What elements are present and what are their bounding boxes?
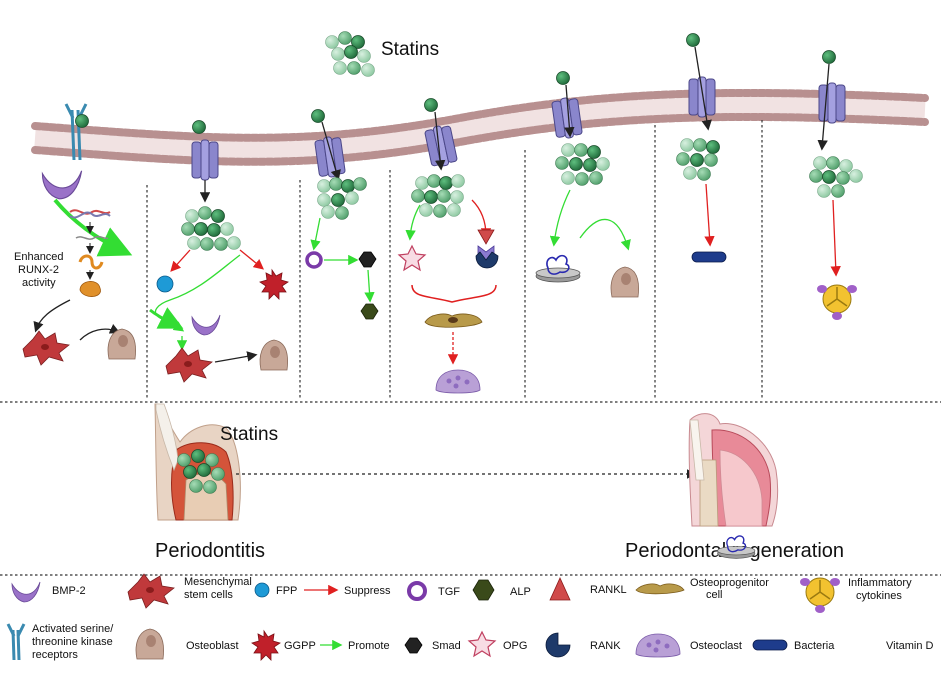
panel-rankl — [397, 98, 499, 394]
runx-label-1: Enhanced — [14, 251, 64, 263]
panel-vitamin-d — [535, 71, 640, 298]
tooth-periodontitis — [154, 403, 241, 521]
receptor-icon — [64, 103, 89, 161]
legend-smad: Smad — [432, 640, 461, 652]
panel-dividers — [0, 120, 941, 576]
bacteria-icon — [752, 639, 788, 651]
osteoblast-icon — [135, 628, 165, 660]
ggpp-icon — [251, 629, 281, 661]
tgf-icon — [407, 581, 427, 601]
osteoprogenitor-icon — [635, 583, 685, 595]
legend-msc-1: Mesenchymal — [184, 576, 252, 588]
legend: BMP-2 Mesenchymal stem cells FPP Suppres… — [6, 535, 934, 661]
legend-osteoblast: Osteoblast — [186, 640, 239, 652]
legend-opg: OPG — [503, 640, 527, 652]
legend-msc-2: stem cells — [184, 589, 233, 601]
statins-cluster-top — [325, 31, 375, 77]
bmp2-icon — [11, 581, 41, 603]
membrane-channel — [688, 76, 716, 118]
smad-icon — [404, 637, 423, 654]
panel-bacteria — [676, 33, 727, 263]
legend-receptor-2: threonine kinase — [32, 636, 113, 648]
legend-vitamin-d: Vitamin D — [886, 640, 934, 652]
membrane-channel — [191, 139, 219, 181]
legend-rank: RANK — [590, 640, 621, 652]
statins-title-top: Statins — [381, 39, 439, 60]
legend-osteoclast: Osteoclast — [690, 640, 742, 652]
panel-ggpp — [149, 120, 289, 383]
legend-promote: Promote — [348, 640, 390, 652]
opg-icon — [467, 630, 497, 658]
legend-rankl: RANKL — [590, 584, 627, 596]
legend-tgf: TGF — [438, 586, 460, 598]
statins-title-bottom: Statins — [220, 424, 278, 445]
legend-bacteria: Bacteria — [794, 640, 835, 652]
panel-bmp2 — [22, 170, 137, 366]
legend-receptor-1: Activated serine/ — [32, 623, 114, 635]
legend-inflammatory-2: cytokines — [856, 590, 902, 602]
runx-label-2: RUNX-2 — [18, 264, 59, 276]
rankl-icon — [549, 577, 571, 601]
receptor-legend-icon — [6, 623, 26, 661]
panel-cytokines — [809, 50, 863, 321]
legend-ggpp: GGPP — [284, 640, 316, 652]
rank-icon — [545, 632, 571, 658]
legend-receptor-3: receptors — [32, 649, 78, 661]
legend-osteoprogenitor-2: cell — [706, 589, 723, 601]
legend-inflammatory-1: Inflammatory — [848, 577, 912, 589]
msc-icon — [127, 573, 175, 609]
fpp-icon — [254, 582, 270, 598]
periodontitis-label: Periodontitis — [155, 540, 265, 562]
panel-tgf — [305, 109, 379, 320]
cell-membrane — [31, 88, 929, 166]
legend-fpp: FPP — [276, 585, 297, 597]
cytokines-icon — [799, 577, 841, 614]
alp-icon — [472, 579, 495, 601]
legend-alp: ALP — [510, 586, 531, 598]
membrane-channel — [818, 82, 846, 124]
runx-label-3: activity — [22, 277, 56, 289]
tooth-regeneration — [688, 413, 779, 527]
osteoclast-icon — [635, 633, 681, 658]
membrane-channel — [313, 134, 347, 180]
legend-suppress: Suppress — [344, 585, 391, 597]
legend-osteoprogenitor-1: Osteoprogenitor — [690, 577, 769, 589]
legend-bmp2: BMP-2 — [52, 585, 86, 597]
